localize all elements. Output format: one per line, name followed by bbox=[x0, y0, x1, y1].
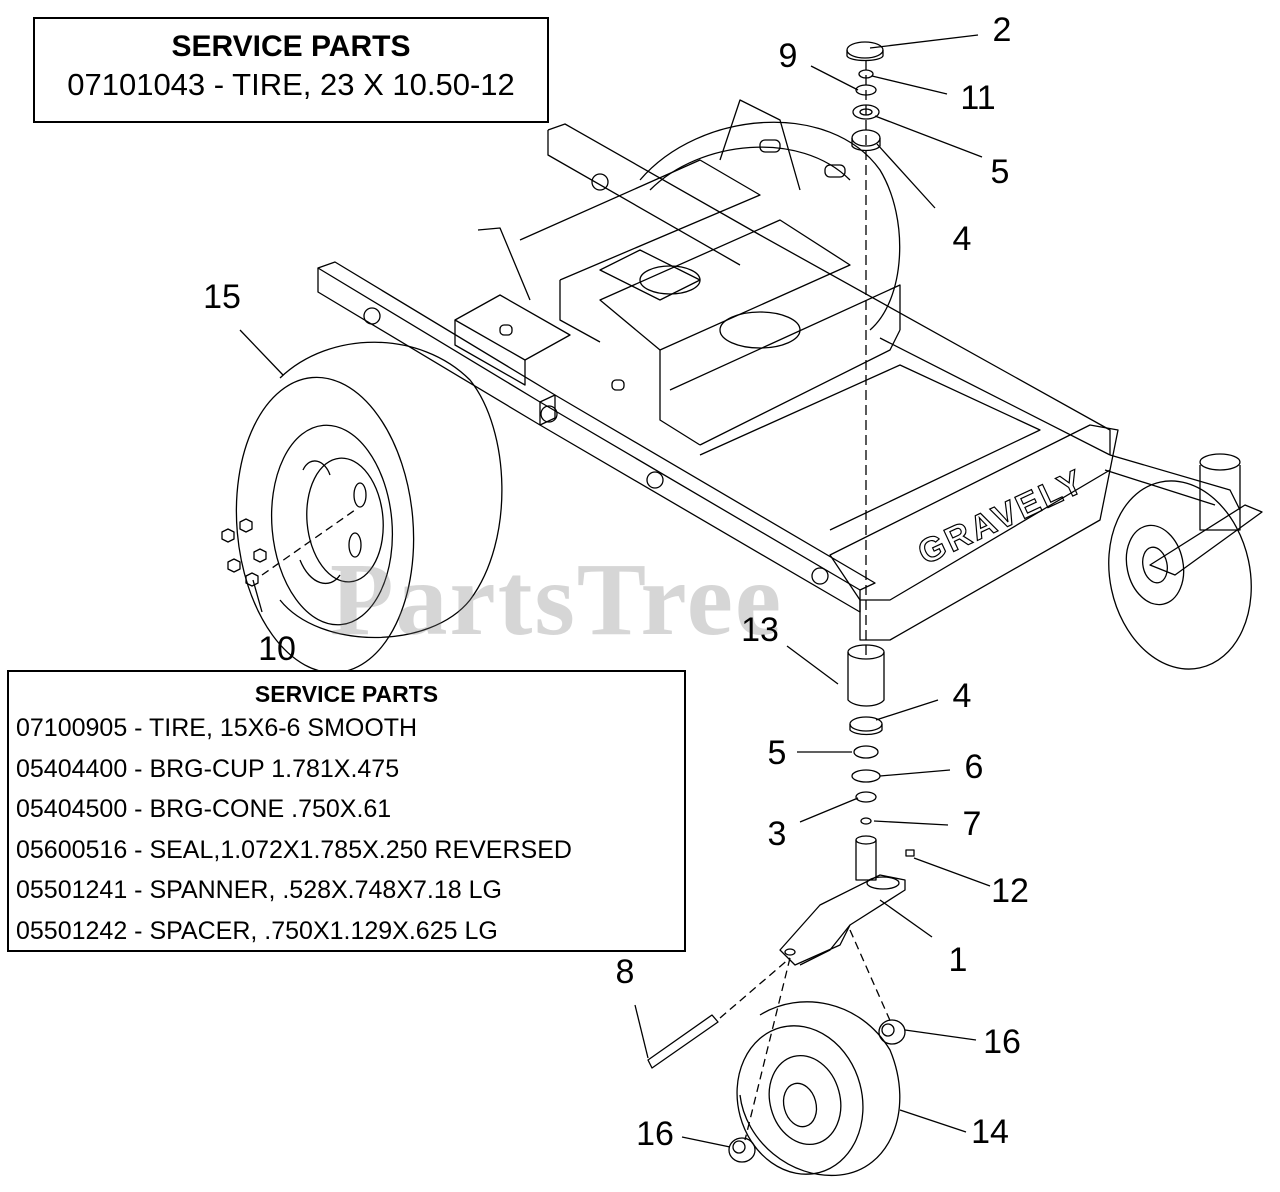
callout-12: 12 bbox=[991, 872, 1029, 910]
service-part-item: 07101043 - TIRE, 23 X 10.50-12 bbox=[67, 67, 515, 102]
front-caster-wheel bbox=[736, 1001, 901, 1177]
lug-nuts bbox=[221, 518, 267, 587]
service-parts-bottom-box: SERVICE PARTS 07100905 - TIRE, 15X6-6 SM… bbox=[7, 670, 686, 952]
callout-13: 13 bbox=[741, 611, 779, 649]
callout-6: 6 bbox=[964, 748, 984, 786]
service-part-item: 07100905 - TIRE, 15X6-6 SMOOTH bbox=[16, 714, 418, 742]
service-part-item: 05600516 - SEAL,1.072X1.785X.250 REVERSE… bbox=[16, 835, 572, 864]
callout-7: 7 bbox=[962, 805, 982, 843]
callout-9: 9 bbox=[778, 37, 798, 75]
callout-5: 5 bbox=[990, 153, 1010, 191]
front-caster-wheel-right bbox=[1108, 453, 1263, 670]
dashed-guides bbox=[261, 509, 893, 1141]
service-part-item: 05404500 - BRG-CONE .750X.61 bbox=[16, 795, 392, 823]
callout-14: 14 bbox=[971, 1113, 1009, 1151]
callout-2: 2 bbox=[992, 11, 1012, 49]
service-parts-title: SERVICE PARTS bbox=[171, 30, 411, 63]
service-part-item: 05404400 - BRG-CUP 1.781X.475 bbox=[16, 754, 400, 783]
service-part-item: 05501241 - SPANNER, .528X.748X7.18 LG bbox=[16, 876, 502, 904]
callout-4: 4 bbox=[952, 677, 972, 715]
callout-5: 5 bbox=[767, 734, 787, 772]
callout-15: 15 bbox=[203, 278, 241, 316]
service-parts-top-box: SERVICE PARTS 07101043 - TIRE, 23 X 10.5… bbox=[33, 17, 549, 123]
callout-8: 8 bbox=[615, 953, 635, 991]
lower-part-stack bbox=[847, 644, 885, 881]
front-bumper bbox=[829, 424, 1241, 641]
frame-brand-text: GRAVELY bbox=[912, 462, 1091, 572]
frame-right-rail bbox=[547, 123, 1111, 456]
spanner-bolt bbox=[647, 1014, 719, 1069]
callout-leaders bbox=[239, 34, 991, 1148]
rear-wheel-left bbox=[235, 341, 503, 674]
callout-10: 10 bbox=[258, 630, 296, 668]
service-parts-title: SERVICE PARTS bbox=[254, 681, 439, 707]
caster-yoke bbox=[779, 849, 915, 966]
callout-16: 16 bbox=[636, 1115, 674, 1153]
service-part-item: 05501242 - SPACER, .750X1.129X.625 LG bbox=[16, 916, 498, 945]
frame-center bbox=[454, 99, 1041, 531]
callout-3: 3 bbox=[767, 815, 787, 853]
callout-11: 11 bbox=[960, 79, 996, 117]
spacers bbox=[728, 1019, 906, 1163]
watermark: PartsTree bbox=[330, 542, 784, 657]
callout-1: 1 bbox=[948, 941, 968, 979]
callout-16: 16 bbox=[983, 1023, 1021, 1061]
callout-4: 4 bbox=[952, 220, 972, 258]
